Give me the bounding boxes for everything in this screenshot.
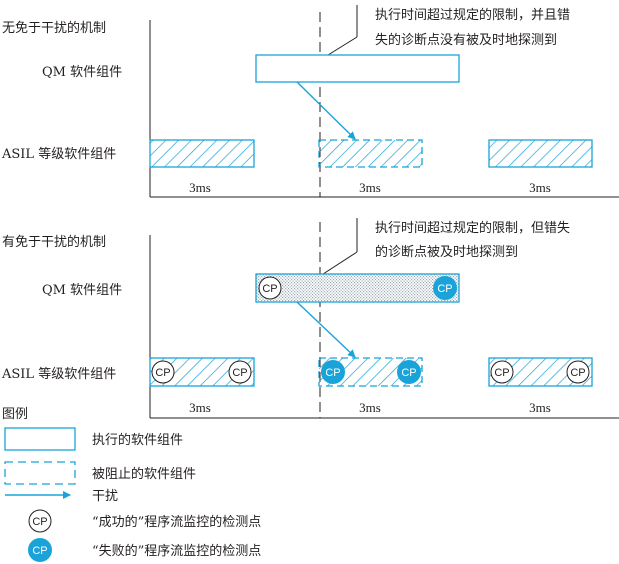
legend-title: 图例 [2, 407, 28, 422]
bottom-asil2-cp-start-failure: CP [321, 360, 345, 384]
bottom-qm-executed-block [255, 273, 460, 303]
bottom-qm-cp-success: CP [258, 276, 282, 300]
top-asil-block-2-blocked [318, 139, 423, 168]
legend-cp-success-icon: CP [28, 509, 52, 533]
cp-label: CP [232, 367, 247, 379]
top-period-label-2: 3ms [359, 180, 381, 195]
top-section: 无免于干扰的机制 QM 软件组件 ASIL 等级软件组件 执行时间超过规定的限制… [1, 5, 619, 198]
cp-label: CP [32, 545, 47, 557]
bottom-period-label-2: 3ms [359, 400, 381, 415]
cp-label: CP [325, 367, 340, 379]
cp-label: CP [437, 283, 452, 295]
bottom-period-label-3: 3ms [529, 400, 551, 415]
legend-interference-label: 干扰 [92, 489, 118, 504]
top-qm-executed-block [255, 54, 460, 83]
bottom-qm-label: QM 软件组件 [42, 283, 122, 298]
top-annotation-line2: 失的诊断点没有被及时地探测到 [375, 32, 557, 48]
legend-blocked-label: 被阻止的软件组件 [92, 466, 196, 482]
bottom-qm-cp-failure: CP [433, 276, 457, 300]
cp-label: CP [494, 367, 509, 379]
cp-label: CP [32, 516, 47, 528]
legend: 图例 执行的软件组件 被阻止的软件组件 干扰 CP “成功的”程序流监控的检测点… [2, 407, 261, 562]
bottom-annotation-line1: 执行时间超过规定的限制，但错失 [375, 220, 570, 236]
top-interference-arrow [296, 81, 356, 140]
top-annotation-line1: 执行时间超过规定的限制，并且错 [375, 7, 570, 23]
top-period-label-3: 3ms [529, 180, 551, 195]
cp-label: CP [401, 367, 416, 379]
bottom-annotation-line2: 的诊断点被及时地探测到 [375, 244, 518, 260]
cp-label: CP [570, 367, 585, 379]
top-section-title: 无免于干扰的机制 [2, 20, 106, 36]
cp-label: CP [262, 283, 277, 295]
bottom-asil3-cp-start-success: CP [490, 360, 514, 384]
cp-label: CP [155, 367, 170, 379]
top-qm-label: QM 软件组件 [42, 65, 122, 80]
bottom-section: 有免于干扰的机制 QM 软件组件 ASIL 等级软件组件 执行时间超过规定的限制… [1, 218, 619, 419]
bottom-annotation-pointer [319, 251, 358, 277]
bottom-asil2-cp-end-failure: CP [397, 360, 421, 384]
bottom-asil-label: ASIL 等级软件组件 [1, 366, 116, 382]
bottom-asil1-cp-start-success: CP [151, 360, 175, 384]
top-period-label-1: 3ms [189, 180, 211, 195]
legend-executed-label: 执行的软件组件 [92, 432, 183, 448]
legend-blocked-swatch [4, 461, 76, 485]
bottom-period-label-1: 3ms [189, 400, 211, 415]
legend-cp-failure-label: “失败的”程序流监控的检测点 [92, 543, 261, 559]
top-asil-label: ASIL 等级软件组件 [1, 146, 116, 162]
bottom-asil1-cp-end-success: CP [228, 360, 252, 384]
legend-cp-failure-icon: CP [28, 538, 52, 562]
top-asil-block-3 [488, 139, 593, 168]
bottom-asil3-cp-end-success: CP [566, 360, 590, 384]
bottom-section-title: 有免于干扰的机制 [2, 234, 106, 250]
bottom-interference-arrow [296, 301, 356, 358]
top-asil-block-1 [149, 139, 255, 168]
legend-executed-swatch [4, 427, 76, 451]
legend-cp-success-label: “成功的”程序流监控的检测点 [92, 514, 261, 530]
